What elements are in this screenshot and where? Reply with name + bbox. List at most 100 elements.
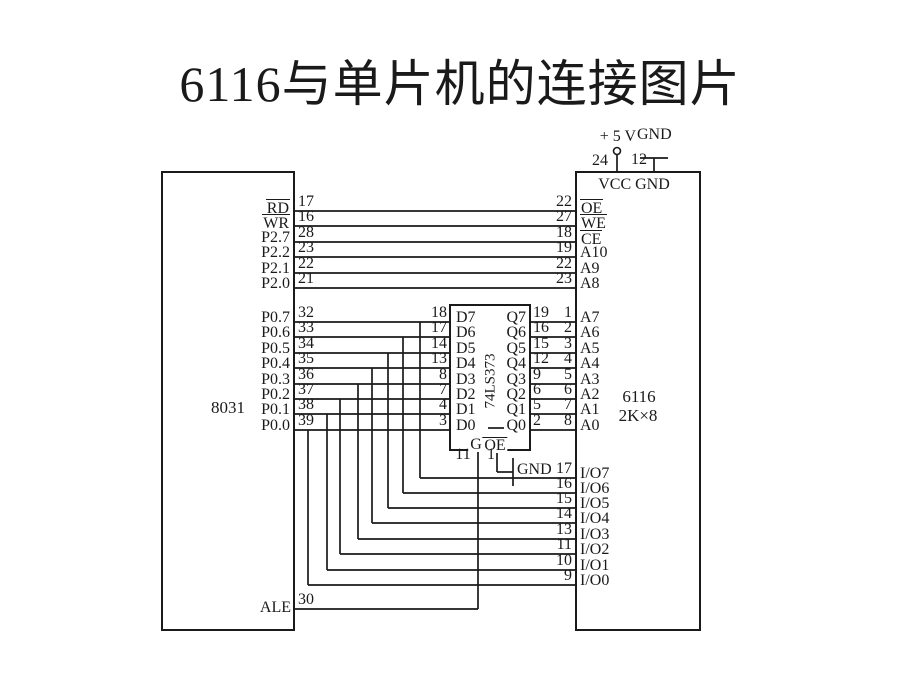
latch-q-label: Q0	[506, 417, 526, 434]
latch-name: 74LS373	[482, 353, 499, 409]
ram-io-pin-number: 16	[556, 475, 572, 492]
ram-name: 6116	[622, 387, 656, 406]
latch-q-pin-number: 9	[533, 366, 541, 383]
latch-d-pin-number: 13	[431, 350, 447, 367]
ram-addr-label: A0	[580, 417, 600, 434]
ram-io-label: I/O7	[580, 465, 610, 482]
ram-gnd-pin-number: 12	[631, 151, 647, 168]
plus-5v-label: + 5 V	[599, 128, 636, 145]
latch-q-pin-number: 16	[533, 319, 549, 336]
ram-pin-number: 22	[556, 255, 572, 272]
ram-capacity: 2K×8	[618, 406, 658, 425]
ram-io-label: I/O5	[580, 495, 610, 512]
ram-addr-label: A4	[580, 355, 600, 372]
mcu-port-label: P0.3	[261, 371, 290, 388]
latch-q-label: Q5	[506, 340, 526, 357]
ram-io-label: I/O3	[580, 526, 610, 543]
top-gnd-label: GND	[637, 126, 672, 143]
mcu-port-label: RD	[265, 199, 290, 217]
ram-io-label: I/O6	[580, 480, 610, 497]
mcu-name: 8031	[211, 398, 245, 417]
ram-io-pin-number: 14	[556, 505, 572, 522]
latch-d-pin-number: 8	[439, 366, 447, 383]
ram-signal-label: A8	[580, 275, 600, 292]
latch-q-label: Q6	[506, 324, 526, 341]
latch-q-pin-number: 12	[533, 350, 549, 367]
ram-addr-pin-number: 5	[564, 366, 572, 383]
mcu-pin-number: 34	[298, 335, 314, 352]
ram-addr-pin-number: 8	[564, 412, 572, 429]
mcu-port-label: P0.5	[261, 340, 290, 357]
latch-q-label: Q3	[506, 371, 526, 388]
ram-io-pin-number: 15	[556, 490, 572, 507]
mcu-pin-number: 33	[298, 319, 314, 336]
ram-io-label: I/O0	[580, 572, 610, 589]
latch-d-label: D3	[456, 371, 476, 388]
mcu-port-label: P2.0	[261, 275, 290, 292]
latch-d-label: D1	[456, 401, 476, 418]
ram-6116-box	[575, 171, 701, 631]
mcu-port-label: P0.0	[261, 417, 290, 434]
ram-signal-label: OE	[580, 199, 604, 217]
ram-addr-label: A3	[580, 371, 600, 388]
ram-addr-label: A5	[580, 340, 600, 357]
latch-d-label: D7	[456, 309, 476, 326]
mcu-pin-number: 32	[298, 304, 314, 321]
ram-signal-label: WE	[580, 214, 607, 232]
latch-d-label: D6	[456, 324, 476, 341]
ram-addr-pin-number: 4	[564, 350, 572, 367]
latch-d-pin-number: 14	[431, 335, 447, 352]
mcu-pin-number: 23	[298, 239, 314, 256]
mcu-pin-number: 39	[298, 412, 314, 429]
latch-d-label: D2	[456, 386, 476, 403]
latch-g-pin-number: 11	[455, 446, 471, 463]
ram-addr-pin-number: 6	[564, 381, 572, 398]
ram-io-pin-number: 13	[556, 521, 572, 538]
mcu-port-label: P0.6	[261, 324, 290, 341]
ram-io-label: I/O4	[580, 510, 610, 527]
mcu-pin-number: 21	[298, 270, 314, 287]
latch-d-label: D5	[456, 340, 476, 357]
latch-oe-pin-number: 1	[487, 446, 495, 463]
mcu-pin-number: 17	[298, 193, 314, 210]
latch-d-pin-number: 7	[439, 381, 447, 398]
latch-gnd-label: GND	[517, 461, 552, 478]
mcu-ale-label: ALE	[259, 599, 291, 616]
ram-vcc-gnd-label: VCC GND	[598, 176, 670, 193]
mcu-pin-number: 22	[298, 255, 314, 272]
latch-g-label: G	[468, 436, 484, 453]
latch-q-label: Q7	[506, 309, 526, 326]
ram-addr-label: A1	[580, 401, 600, 418]
ram-signal-label: A9	[580, 260, 600, 277]
mcu-ale-pin-number: 30	[298, 591, 314, 608]
latch-q-pin-number: 19	[533, 304, 549, 321]
ram-addr-label: A2	[580, 386, 600, 403]
ram-pin-number: 22	[556, 193, 572, 210]
ram-addr-pin-number: 2	[564, 319, 572, 336]
latch-q-pin-number: 6	[533, 381, 541, 398]
mcu-port-label: P2.7	[261, 229, 290, 246]
latch-q-label: Q4	[506, 355, 526, 372]
ram-vcc-pin-number: 24	[592, 152, 608, 169]
latch-d-label: D4	[456, 355, 476, 372]
mcu-pin-number: 28	[298, 224, 314, 241]
mcu-pin-number: 16	[298, 208, 314, 225]
latch-oe-label: OE	[482, 437, 508, 454]
latch-d-pin-number: 4	[439, 396, 447, 413]
mcu-port-label: P2.1	[261, 260, 290, 277]
latch-q-label: Q1	[506, 401, 526, 418]
mcu-pin-number: 36	[298, 366, 314, 383]
mcu-port-label: P0.7	[261, 309, 290, 326]
mcu-8031-box	[161, 171, 295, 631]
mcu-pin-number: 38	[298, 396, 314, 413]
mcu-pin-number: 37	[298, 381, 314, 398]
latch-d-pin-number: 17	[431, 319, 447, 336]
ram-addr-pin-number: 3	[564, 335, 572, 352]
mcu-pin-number: 35	[298, 350, 314, 367]
mcu-port-label: WR	[262, 214, 290, 232]
mcu-port-label: P0.4	[261, 355, 290, 372]
ram-pin-number: 18	[556, 224, 572, 241]
latch-q-label: Q2	[506, 386, 526, 403]
latch-q-pin-number: 2	[533, 412, 541, 429]
